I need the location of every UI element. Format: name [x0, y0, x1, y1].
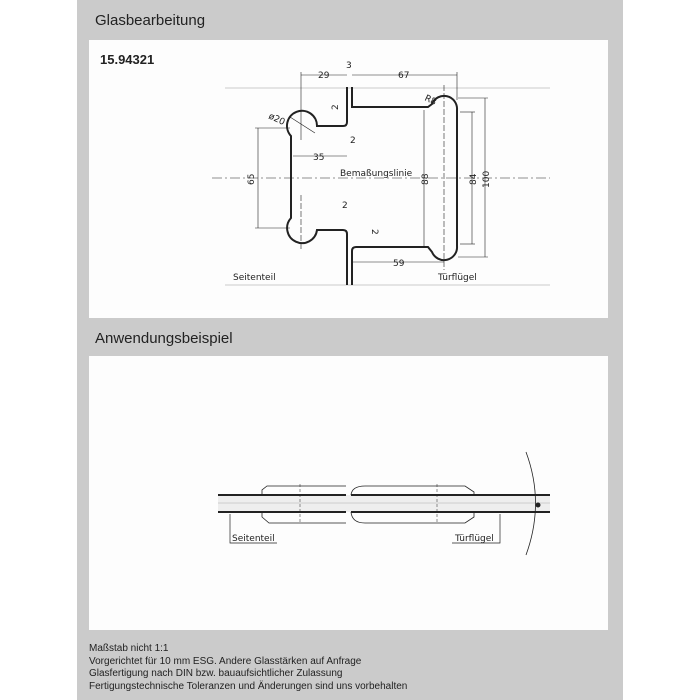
note-tolerances: Fertigungstechnische Toleranzen und Ände… [89, 680, 408, 692]
dim-35: 35 [313, 153, 324, 163]
dim-2-top-horizontal: 2 [350, 136, 356, 146]
note-scale: Maßstab nicht 1:1 [89, 643, 169, 654]
dim-67: 67 [398, 71, 409, 81]
label-tuerfluegel: Türflügel [437, 273, 477, 283]
note-glass: Vorgerichtet für 10 mm ESG. Andere Glass… [89, 655, 362, 667]
label-seitenteil-application: Seitenteil [232, 534, 275, 544]
dim-dia20: ø20 [267, 112, 287, 128]
notes: Maßstab nicht 1:1 Vorgerichtet für 10 mm… [89, 643, 407, 693]
swing-arc [525, 451, 536, 556]
cutout-contour-right [351, 87, 459, 285]
dim-100: 100 [482, 171, 492, 188]
dim-2-bottom-vertical: 2 [369, 229, 379, 235]
dim-2-bottom-horizontal: 2 [342, 201, 348, 211]
dim-88: 88 [421, 173, 431, 185]
article-number: 15.94321 [100, 52, 154, 67]
dim-r8: R8 [423, 94, 438, 108]
dimension-labels: 29 3 67 R8 ø20 2 2 35 65 Bemaßungslinie … [233, 61, 492, 283]
fitting-left [261, 485, 346, 524]
center-line-label: Bemaßungslinie [340, 169, 413, 179]
section-title-anwendungsbeispiel: Anwendungsbeispiel [95, 330, 233, 347]
glass-cutout-drawing [212, 72, 550, 286]
glass-processing-panel [89, 40, 608, 318]
note-din: Glasfertigung nach DIN bzw. bauaufsichtl… [89, 668, 343, 679]
dim-65: 65 [247, 174, 257, 185]
fitting-right [350, 485, 475, 524]
label-tuerfluegel-application: Türflügel [454, 534, 494, 544]
cutout-contour-left [286, 87, 348, 285]
dim-2-top-vertical: 2 [331, 104, 341, 110]
hinge-application-drawing [218, 451, 550, 556]
section-title-glasbearbeitung: Glasbearbeitung [95, 12, 206, 29]
dim-29: 29 [318, 71, 330, 81]
application-example-panel [89, 356, 608, 630]
dim-59: 59 [393, 259, 405, 269]
dim-84: 84 [469, 173, 479, 185]
label-seitenteil: Seitenteil [233, 273, 276, 283]
dim-3: 3 [346, 61, 352, 71]
dimension-lines [255, 72, 488, 270]
